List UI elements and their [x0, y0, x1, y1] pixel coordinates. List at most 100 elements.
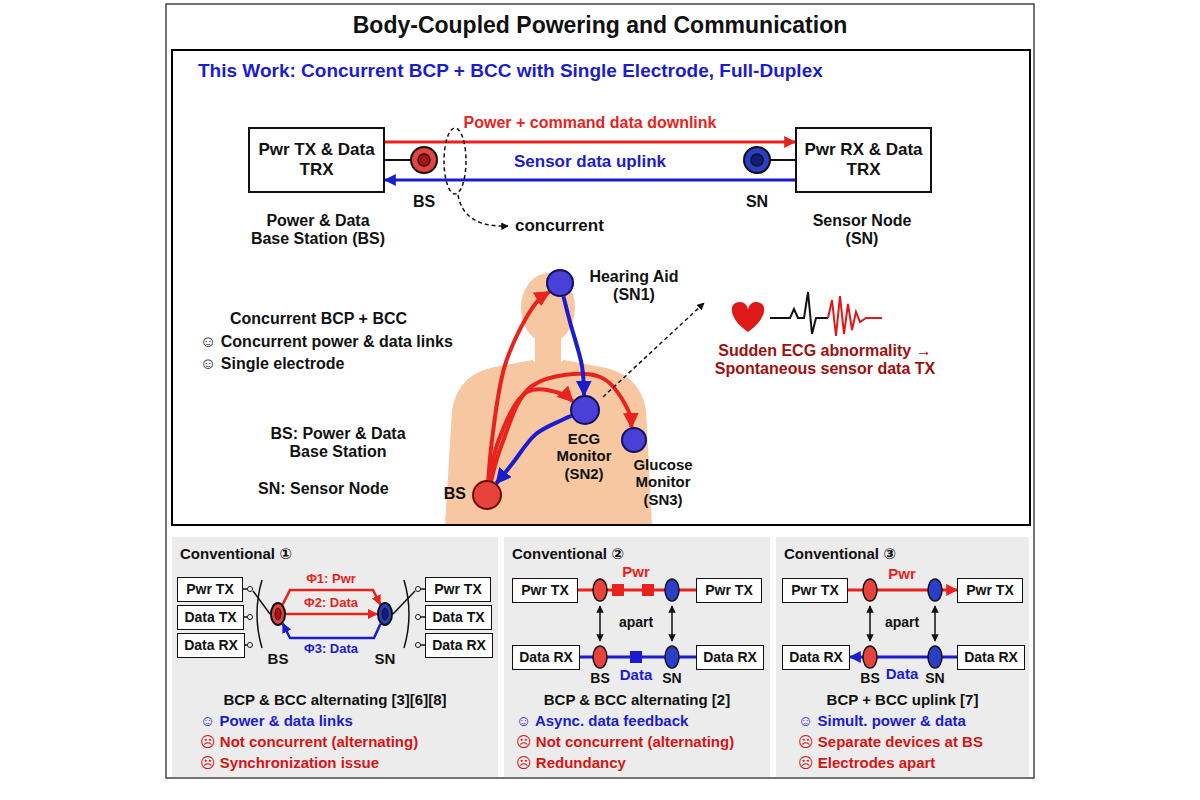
- power-pulse: [642, 584, 654, 596]
- panel-heading: Conventional ②: [512, 545, 624, 562]
- device-caption: Sensor Node (SN): [802, 212, 922, 249]
- neck: [535, 330, 561, 366]
- base-station-node-outline: [473, 481, 501, 509]
- node-label: Data RX: [432, 637, 486, 653]
- electrode-wire: [385, 159, 411, 161]
- node-label: Pwr TX: [186, 581, 233, 597]
- node-label: Data RX: [519, 649, 573, 665]
- bs-electrode: [593, 579, 607, 601]
- switch-terminal: [248, 587, 253, 592]
- node-label: Pwr TX & Data TRX: [256, 140, 377, 179]
- concurrent-pointer: [458, 195, 508, 226]
- block-box: Data RX: [957, 645, 1025, 670]
- electrode-label: BS: [585, 670, 615, 686]
- outer-frame: [166, 4, 1034, 778]
- node-label: Pwr TX: [966, 582, 1013, 598]
- abbreviation-note: SN: Sensor Node: [258, 480, 389, 498]
- glucose-monitor-node: Glucose Monitor (SN3): [621, 427, 647, 453]
- electrode-label: BS: [855, 670, 885, 686]
- node-label: Glucose Monitor (SN3): [618, 456, 708, 508]
- main-panel: [172, 50, 1030, 525]
- bs-electrode: [863, 579, 877, 601]
- node-label: SN: [365, 650, 405, 667]
- electrode-label: SN: [657, 670, 687, 686]
- sn-electrode: [744, 147, 770, 173]
- device-caption: Power & Data Base Station (BS): [248, 212, 388, 249]
- edge-label: Φ2: Data: [302, 596, 360, 611]
- panel-note: ☹ Electrodes apart: [798, 754, 935, 771]
- ecg-abnormal-trace: [828, 296, 882, 336]
- concurrent-ellipse: [444, 128, 466, 194]
- separation-arrow: [599, 606, 601, 641]
- connector-arrow: [286, 613, 377, 616]
- node-label: Data RX: [703, 649, 757, 665]
- separation-arrow: [671, 606, 673, 641]
- bracket: [404, 580, 409, 648]
- panel-note: BCP & BCC alternating [3][6][8]: [172, 691, 498, 708]
- data-pulse: [630, 651, 642, 663]
- node-label: Pwr RX & Data TRX: [803, 140, 924, 179]
- block-box: Pwr TX: [696, 578, 762, 603]
- bracket: [257, 580, 262, 648]
- edge-label: Sensor data uplink: [512, 152, 668, 172]
- sn-electrode: [928, 646, 942, 668]
- heart-icon: [732, 302, 764, 332]
- hearing-aid-node-shape: [546, 269, 574, 297]
- feature-heading: Concurrent BCP + BCC: [230, 310, 407, 328]
- callout-pointer: [603, 303, 704, 397]
- block-box: Pwr TX: [177, 577, 243, 602]
- node-label: Pwr TX: [791, 582, 838, 598]
- block-box: Data RX: [782, 645, 850, 670]
- panel-note: ☹ Not concurrent (alternating): [200, 733, 418, 750]
- figure-title: Body-Coupled Powering and Communication: [0, 12, 1200, 39]
- bs-electrode: [593, 646, 607, 668]
- edge-label: Data: [884, 665, 921, 682]
- switch-terminal: [416, 643, 421, 648]
- panel-note: ☺ Power & data links: [200, 712, 353, 729]
- power-pulse: [612, 584, 624, 596]
- glucose-monitor-node-shape: [621, 427, 647, 453]
- separation-arrow: [934, 606, 936, 641]
- connector-arrow: [385, 141, 795, 144]
- feature-item: ☺ Concurrent power & data links: [200, 333, 453, 351]
- connector-arrow: [491, 374, 631, 481]
- block-box: Data TX: [177, 605, 244, 630]
- node-label: Data TX: [184, 609, 236, 625]
- edge-label: Φ3: Data: [302, 642, 360, 657]
- switch-terminal: [248, 643, 253, 648]
- sensor-node-box: Pwr RX & Data TRX: [795, 127, 932, 193]
- panel-note: ☺ Simult. power & data: [798, 712, 966, 729]
- node-label: Data RX: [964, 649, 1018, 665]
- node-label: Pwr TX: [705, 582, 752, 598]
- block-box: Data RX: [696, 645, 764, 670]
- block-box: Pwr TX: [425, 577, 491, 602]
- sn-electrode: [665, 579, 679, 601]
- panel-note: ☹ Not concurrent (alternating): [516, 733, 734, 750]
- block-box: Pwr TX: [957, 578, 1023, 603]
- switch-terminal: [248, 615, 253, 620]
- base-station-node: BS: [472, 480, 502, 510]
- panel-note: ☹ Separate devices at BS: [798, 733, 983, 750]
- panel-note: BCP & BCC alternating [2]: [504, 691, 770, 708]
- switch-lead: [243, 588, 248, 590]
- node-label: Hearing Aid (SN1): [578, 268, 690, 305]
- connector-arrow: [563, 297, 584, 395]
- panel-heading: Conventional ①: [180, 545, 292, 562]
- sn-electrode: [928, 579, 942, 601]
- sn-electrode-shape: [377, 602, 393, 626]
- bs-electrode: [411, 147, 437, 173]
- ecg-trace: [770, 292, 828, 334]
- feature-item: ☺ Single electrode: [200, 355, 344, 373]
- panel-ground: [504, 537, 770, 777]
- connector-arrow: [850, 656, 957, 659]
- ecg-monitor-node: ECG Monitor (SN2): [570, 395, 600, 425]
- panel-ground: [172, 537, 498, 777]
- node-label: BS: [258, 650, 298, 667]
- glucose-monitor-node-outline: [622, 428, 646, 452]
- separation-label: apart: [611, 614, 661, 630]
- block-box: Pwr TX: [782, 578, 848, 603]
- hearing-aid-node: Hearing Aid (SN1): [546, 269, 574, 297]
- switch-terminal: [416, 587, 421, 592]
- connector-arrow: [488, 292, 549, 480]
